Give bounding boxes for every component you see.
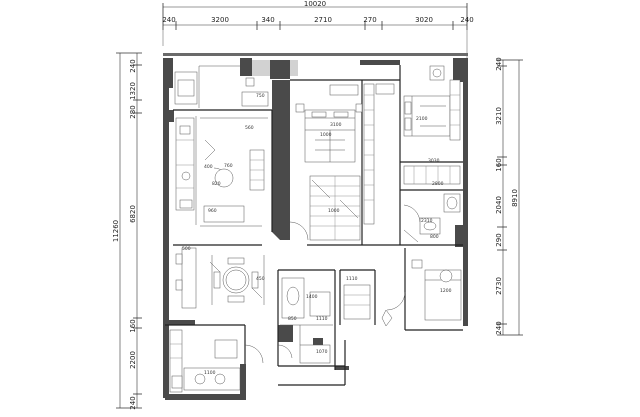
note-21: 1100 (204, 370, 216, 376)
left-seg-7: 240 (129, 396, 137, 409)
note-3: 2100 (416, 116, 428, 122)
bedroom-one (289, 84, 363, 241)
bathroom-right (403, 193, 461, 243)
kitchen-lower (169, 329, 264, 393)
note-20: 400 (204, 164, 213, 170)
right-seg-6: 2730 (495, 277, 503, 295)
overall-height-label: 11260 (112, 220, 120, 242)
note-2: 1000 (320, 132, 332, 138)
note-7: 2310 (421, 218, 433, 224)
note-1: 3100 (330, 122, 342, 128)
note-5: 560 (245, 125, 254, 131)
wardrobe (309, 175, 361, 241)
bathroom-lower (277, 277, 371, 364)
interior-walls (165, 65, 463, 386)
note-19: 500 (182, 246, 191, 252)
left-seg-3: 280 (129, 105, 137, 118)
left-seg-5: 160 (129, 319, 137, 332)
note-11: 1110 (316, 316, 328, 322)
laundry-area (174, 65, 269, 108)
bedroom-three (381, 259, 462, 327)
top-seg-3: 340 (261, 16, 274, 24)
top-seg-7: 240 (460, 16, 473, 24)
left-seg-4: 6820 (129, 205, 137, 223)
overall-width-label: 10020 (304, 0, 326, 8)
right-seg-2: 3210 (495, 107, 503, 125)
note-8: 800 (430, 234, 439, 240)
exterior-walls (163, 53, 468, 400)
interior-dimension-notes: 3100 1000 2100 750 560 3030 2310 800 100… (182, 93, 452, 376)
note-16: 820 (212, 181, 221, 187)
note-15: 2800 (432, 181, 444, 187)
note-12: 760 (224, 163, 233, 169)
left-seg-6: 2200 (129, 351, 137, 369)
top-seg-5: 270 (363, 16, 376, 24)
dining-area (209, 255, 265, 305)
note-23: 960 (208, 208, 217, 214)
top-seg-2: 3200 (211, 16, 229, 24)
note-18: 1070 (316, 349, 328, 355)
left-seg-2: 1320 (129, 82, 137, 100)
right-seg-1: 240 (495, 57, 503, 70)
top-seg-1: 240 (162, 16, 175, 24)
right-seg-4: 2040 (495, 196, 503, 214)
top-seg-6: 3020 (415, 16, 433, 24)
note-4: 750 (256, 93, 265, 99)
bedroom-two (403, 65, 461, 185)
kitchen-area (175, 116, 268, 309)
right-seg-3: 160 (495, 158, 503, 171)
top-seg-4: 2710 (314, 16, 332, 24)
note-9: 1000 (328, 208, 340, 214)
left-seg-1: 240 (129, 59, 137, 72)
note-14: 1400 (306, 294, 318, 300)
note-17: 450 (256, 276, 265, 282)
left-dimension-chain: 11260 240 1320 280 6820 160 2200 240 (112, 52, 142, 410)
note-22: 1110 (346, 276, 358, 282)
right-dimension-chain: 8910 240 3210 160 2040 290 2730 240 (495, 57, 523, 336)
right-overall-label: 8910 (511, 189, 519, 207)
note-10: 1200 (440, 288, 452, 294)
corridor-storage (363, 83, 395, 225)
top-dimension-chain: 10020 240 3200 340 2710 270 3020 240 (162, 0, 474, 60)
right-seg-7: 240 (495, 321, 503, 334)
note-6: 3030 (428, 158, 440, 164)
right-seg-5: 290 (495, 233, 503, 246)
note-13: 850 (288, 316, 297, 322)
